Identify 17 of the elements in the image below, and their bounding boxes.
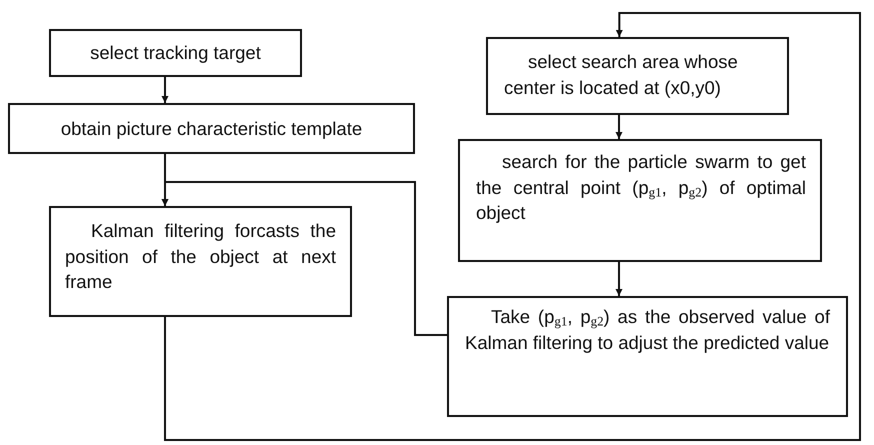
- arrow: [616, 115, 622, 139]
- box-text: Kalman filtering forcasts the position of the object at next frame: [65, 219, 336, 294]
- arrow: [616, 262, 622, 296]
- box-text: obtain picture characteristic template: [60, 116, 364, 141]
- process-box: [447, 296, 848, 417]
- process-box: [49, 29, 302, 77]
- box-text: Take (p$_{g1}$, p$_{g2}$) as the observed value of Kalman filtering to adjust the predicted value: [465, 305, 830, 355]
- box-text: select search area whose center is located at (x0,y0): [504, 50, 739, 100]
- arrow: [162, 181, 447, 336]
- process-box: [49, 206, 352, 317]
- process-box: [8, 103, 415, 154]
- box-text: select tracking target: [89, 41, 262, 66]
- box-text: search for the particle swarm to get the central point (p$_{g1}$, p$_{g2}$) of optimal object: [476, 150, 806, 226]
- process-box: [458, 139, 822, 262]
- arrow: [164, 12, 861, 441]
- process-box: [486, 37, 789, 115]
- arrow: [162, 77, 168, 103]
